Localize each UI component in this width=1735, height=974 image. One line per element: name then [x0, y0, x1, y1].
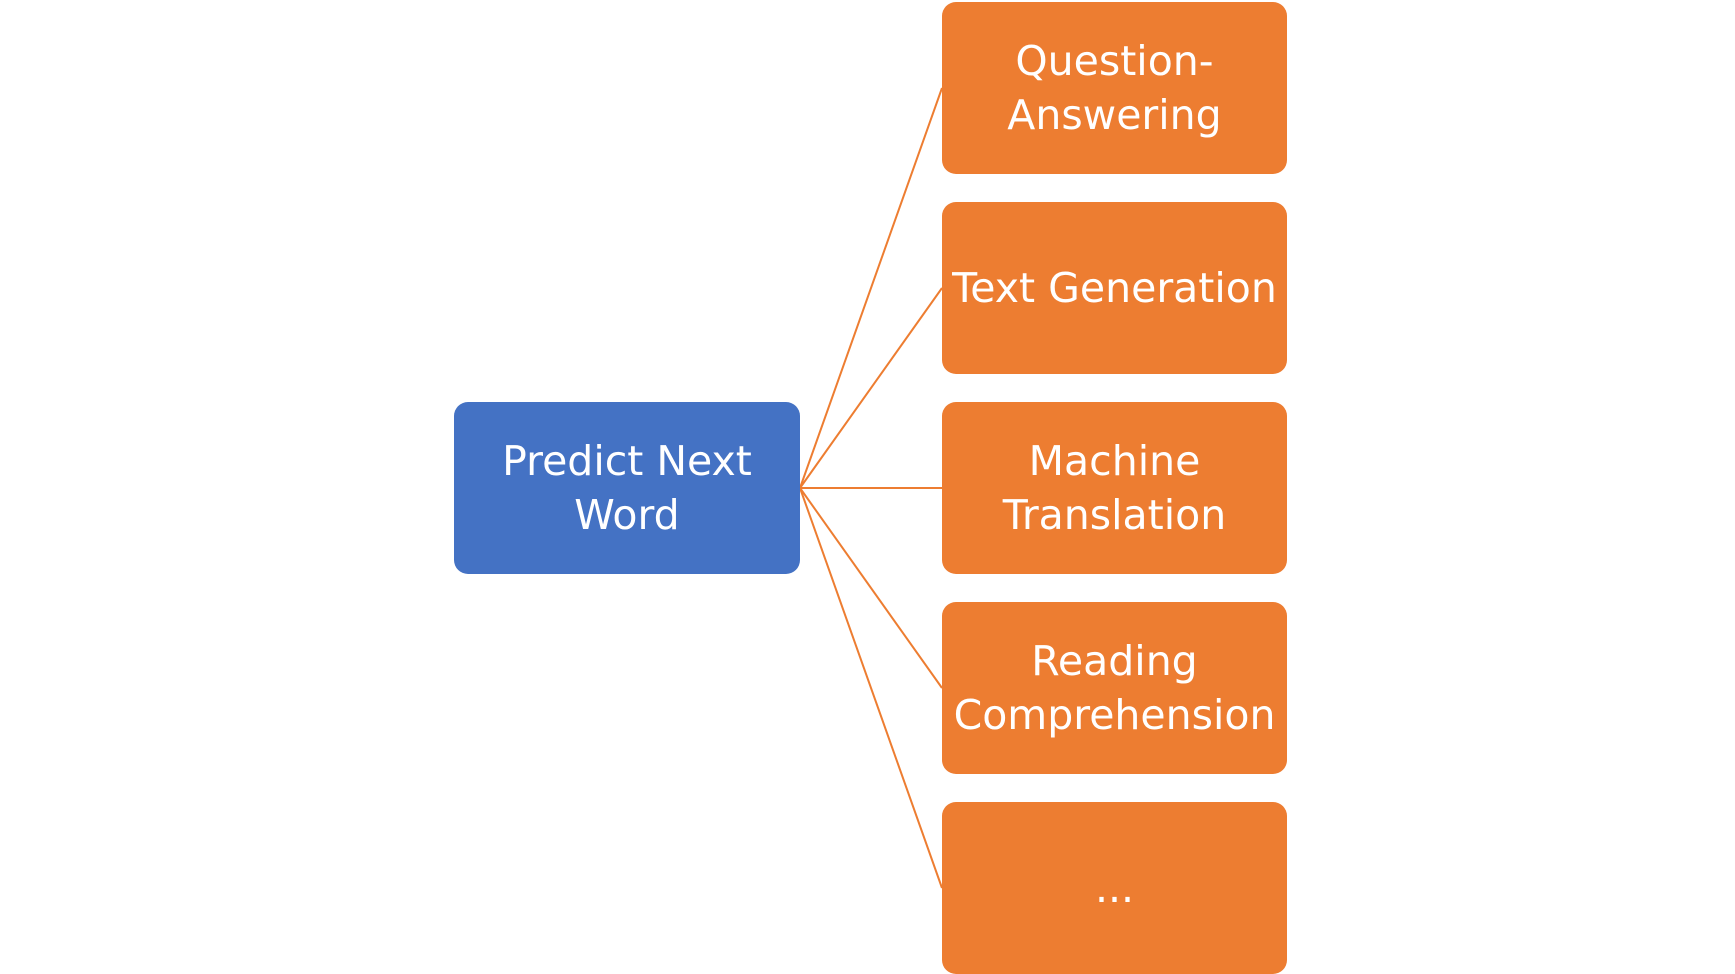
root-node-predict-next-word: Predict Next Word	[454, 402, 800, 574]
child-node-ellipsis: ...	[942, 802, 1287, 974]
child-node-machine-translation: Machine Translation	[942, 402, 1287, 574]
child-node-question-answering: Question- Answering	[942, 2, 1287, 174]
connector-line-question-answering	[799, 87, 943, 489]
connector-line-reading-comprehension	[799, 487, 943, 689]
connector-line-text-generation	[799, 287, 943, 489]
connector-line-ellipsis	[799, 487, 943, 889]
child-node-text-generation: Text Generation	[942, 202, 1287, 374]
child-node-reading-comprehension: Reading Comprehension	[942, 602, 1287, 774]
